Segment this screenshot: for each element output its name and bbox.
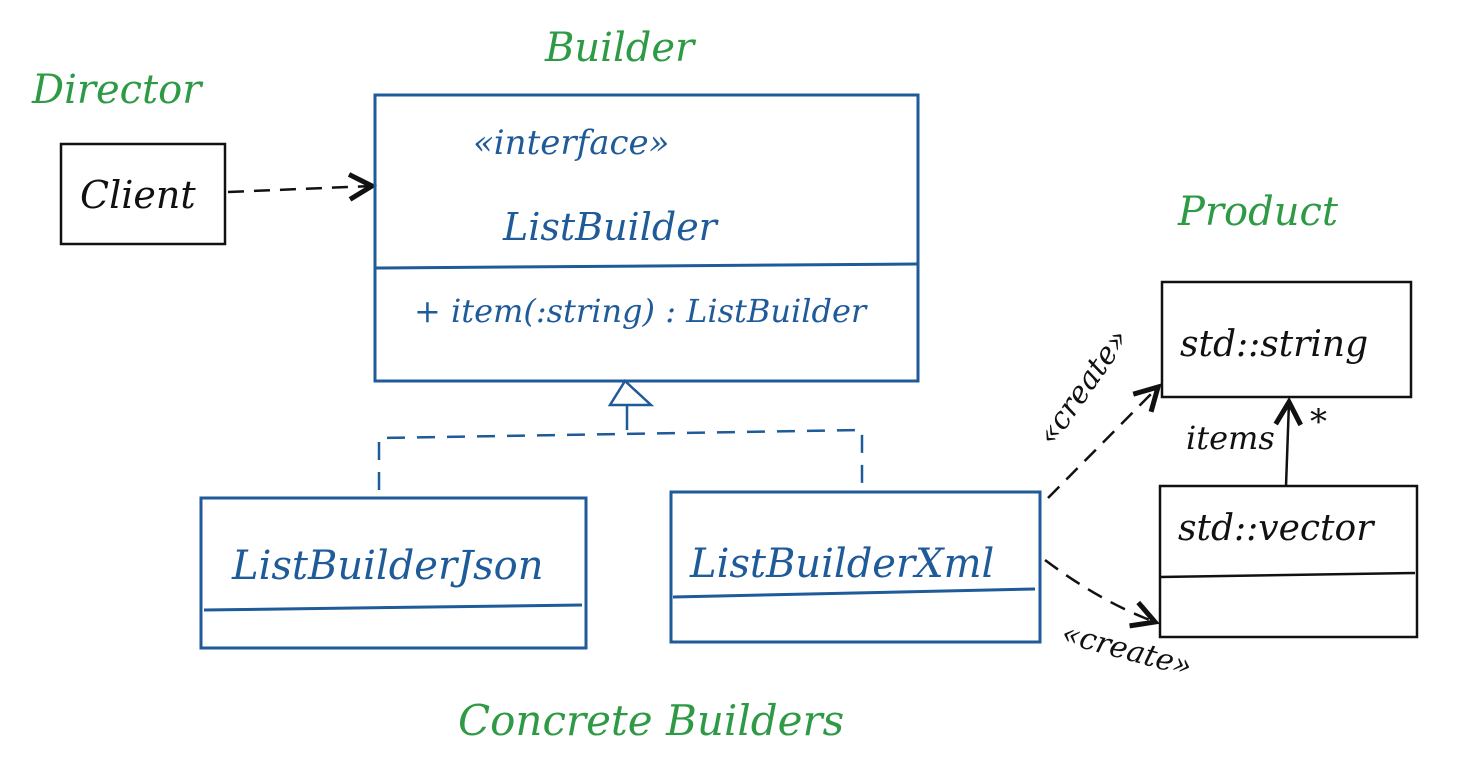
std-vector-divider xyxy=(1159,571,1416,579)
std-vector-name: std::vector xyxy=(1178,508,1375,549)
list-builder-stereotype: «interface» xyxy=(473,123,669,163)
concrete-builders-label: Concrete Builders xyxy=(458,696,844,745)
list-builder-json-name: ListBuilderJson xyxy=(231,543,544,589)
client-dependency-arrow xyxy=(227,186,372,192)
std-string-name: std::string xyxy=(1180,324,1368,365)
list-builder-method: + item(:string) : ListBuilder xyxy=(414,292,868,330)
client-box: Client xyxy=(59,142,227,246)
builder-label: Builder xyxy=(544,25,697,71)
client-name: Client xyxy=(80,173,196,217)
items-association-arrow xyxy=(1286,402,1289,487)
product-label: Product xyxy=(1177,189,1339,235)
create-label-lower: «create» xyxy=(1058,616,1196,684)
list-builder-json-divider xyxy=(203,603,583,612)
list-builder-divider xyxy=(375,262,918,270)
create-dependency-to-string xyxy=(1047,387,1158,499)
list-builder-xml-class: ListBuilderXml xyxy=(669,490,1042,644)
realization-triangle xyxy=(607,379,655,407)
std-string-class: std::string xyxy=(1160,280,1413,399)
association-multiplicity: * xyxy=(1310,402,1327,442)
realization-connector xyxy=(377,379,864,490)
list-builder-xml-divider xyxy=(672,587,1036,599)
list-builder-interface: «interface» ListBuilder + item(:string) … xyxy=(373,93,920,383)
list-builder-name: ListBuilder xyxy=(502,205,720,249)
create-dependency-to-vector xyxy=(1044,558,1155,622)
create-label-upper: «create» xyxy=(1031,322,1136,451)
std-vector-class: std::vector xyxy=(1158,484,1419,639)
list-builder-json-class: ListBuilderJson xyxy=(199,496,588,650)
association-role: items xyxy=(1186,419,1275,457)
director-label: Director xyxy=(31,67,204,113)
list-builder-xml-name: ListBuilderXml xyxy=(689,541,994,587)
